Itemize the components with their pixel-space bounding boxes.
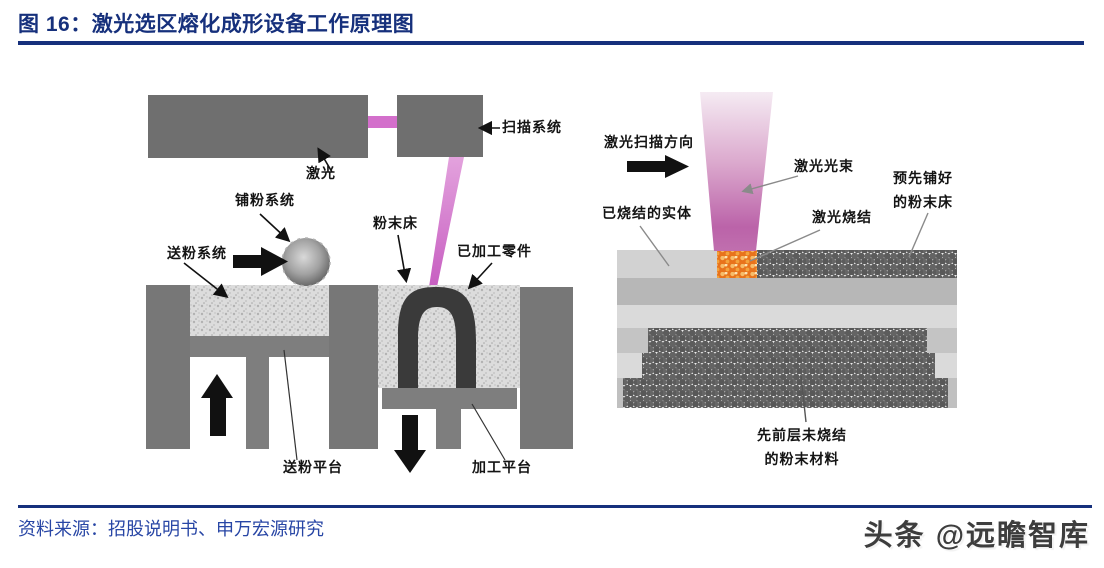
- sintered-solid-label: 已烧结的实体: [602, 205, 692, 221]
- feed-piston: [190, 336, 329, 357]
- title-underline: [18, 41, 1084, 45]
- pre-spread-line2: 的粉末床: [893, 194, 953, 210]
- powder-spread-roller: [281, 237, 331, 287]
- feed-piston-rod: [246, 357, 269, 449]
- laser-beam-leader: [741, 175, 799, 195]
- laser-cone: [700, 92, 773, 251]
- feed-system-leader: [183, 262, 229, 298]
- laser-sintering-leader: [749, 229, 821, 262]
- laser-beam-diagonal: [429, 157, 464, 287]
- up-arrow: [201, 374, 233, 436]
- build-platform-label: 加工平台: [472, 459, 532, 475]
- pre-spread-powder-label: 预先铺好 的粉末床: [893, 166, 953, 214]
- prev-layer-powder-label: 先前层未烧结 的粉末材料: [757, 423, 847, 471]
- right-wall: [520, 287, 573, 449]
- machined-part-label: 已加工零件: [457, 243, 532, 259]
- melt-pool: [717, 250, 757, 278]
- powder-feed-system-label: 送粉系统: [167, 245, 227, 261]
- scan-system-label: 扫描系统: [502, 119, 562, 135]
- laser-sintering-label: 激光烧结: [812, 209, 872, 225]
- unsintered-particles-row3: [623, 378, 948, 408]
- machined-part-leader: [467, 262, 493, 290]
- unsintered-particles-row1: [648, 328, 927, 353]
- layer-band-2: [617, 278, 957, 305]
- layer-band-3: [617, 305, 957, 328]
- laser-label: 激光: [306, 165, 336, 181]
- figure-title: 图 16：激光选区熔化成形设备工作原理图: [18, 13, 415, 36]
- feed-platform-leader: [283, 349, 298, 461]
- powder-feed-platform-label: 送粉平台: [283, 459, 343, 475]
- laser-unit-box: [148, 95, 368, 158]
- spread-system-leader: [259, 213, 291, 243]
- machined-part-arch: [398, 287, 476, 388]
- powder-bed-label: 粉末床: [373, 215, 418, 231]
- build-piston-rod: [436, 409, 461, 449]
- feed-chamber-powder: [190, 285, 329, 336]
- prev-layer-leader: [800, 375, 807, 423]
- left-wall: [146, 285, 190, 449]
- prev-layer-line2: 的粉末材料: [764, 451, 840, 467]
- scanner-unit-box: [397, 95, 483, 157]
- watermark-toutiao: 头条 @远瞻智库: [863, 520, 1090, 552]
- middle-wall: [329, 285, 378, 449]
- sintered-solid-leader: [639, 225, 670, 267]
- laser-beam-horizontal: [368, 116, 398, 128]
- scan-direction-label: 激光扫描方向: [604, 134, 694, 150]
- build-platform-leader: [471, 403, 506, 461]
- pre-spread-leader: [908, 212, 929, 258]
- source-note: 资料来源：招股说明书、申万宏源研究: [18, 519, 324, 539]
- footer-divider: [18, 505, 1092, 508]
- scan-direction-arrow: [627, 155, 689, 178]
- powder-bed-particles: [757, 250, 957, 278]
- powder-bed-leader: [396, 234, 412, 284]
- powder-spread-system-label: 铺粉系统: [235, 192, 295, 208]
- pre-spread-line1: 预先铺好: [893, 170, 953, 186]
- build-piston: [382, 388, 517, 409]
- laser-leader: [317, 147, 333, 173]
- unsintered-particles-row2: [642, 353, 935, 378]
- prev-layer-line1: 先前层未烧结: [757, 427, 847, 443]
- feed-direction-arrow: [233, 247, 288, 276]
- down-arrow: [394, 415, 426, 473]
- laser-beam-label: 激光光束: [794, 158, 854, 174]
